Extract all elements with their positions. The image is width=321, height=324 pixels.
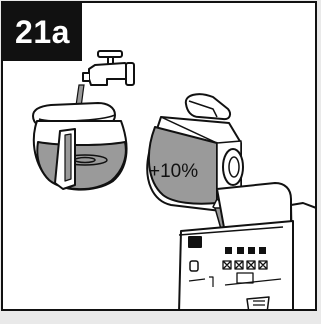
display-button [189,237,201,247]
step-number-badge: 21a [3,3,82,61]
glass-carafe-icon [33,103,127,190]
extra-water-label: +10% [149,161,198,182]
illustration-panel: +10% [1,1,317,311]
footer-band [0,311,321,324]
water-tap-icon [83,51,134,85]
